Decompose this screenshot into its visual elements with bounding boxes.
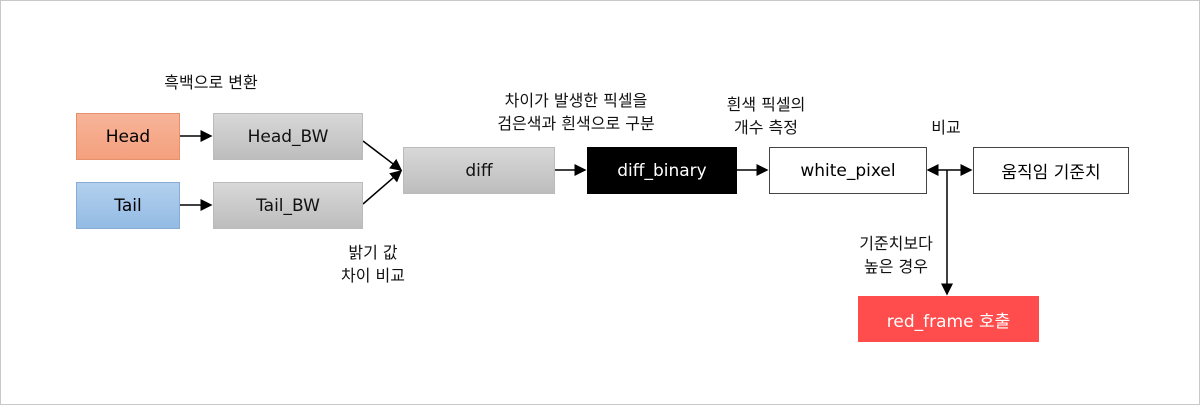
arrow-tailbw-to-diff — [362, 170, 403, 205]
label-binary-line1: 차이가 발생한 픽셀을 — [504, 91, 648, 110]
arrow-headbw-to-diff — [362, 140, 403, 171]
label-binary-line2: 검은색과 흰색으로 구분 — [497, 114, 655, 133]
label-brightness-line2: 차이 비교 — [341, 266, 405, 285]
diff-node: diff — [403, 147, 555, 194]
label-count-line2: 개수 측정 — [734, 118, 798, 137]
threshold-node: 움직임 기준치 — [973, 147, 1129, 194]
red-frame-node: red_frame 호출 — [858, 296, 1039, 342]
label-count-line1: 흰색 픽셀의 — [726, 95, 806, 114]
label-higher-line2: 높은 경우 — [864, 257, 928, 276]
diff-binary-node: diff_binary — [587, 147, 737, 194]
white-pixel-node: white_pixel — [769, 147, 927, 194]
label-binary: 차이가 발생한 픽셀을 검은색과 흰색으로 구분 — [466, 89, 686, 135]
label-higher-line1: 기준치보다 — [859, 234, 933, 253]
head-bw-node: Head_BW — [213, 113, 363, 160]
head-node: Head — [76, 113, 180, 160]
label-count: 흰색 픽셀의 개수 측정 — [696, 93, 836, 139]
label-brightness: 밝기 값 차이 비교 — [313, 241, 433, 287]
tail-node: Tail — [76, 182, 180, 229]
tail-bw-node: Tail_BW — [213, 182, 363, 229]
label-to-bw: 흑백으로 변환 — [164, 73, 258, 92]
label-brightness-line1: 밝기 값 — [348, 243, 398, 262]
label-compare: 비교 — [931, 118, 961, 137]
label-higher: 기준치보다 높은 경우 — [836, 232, 956, 278]
